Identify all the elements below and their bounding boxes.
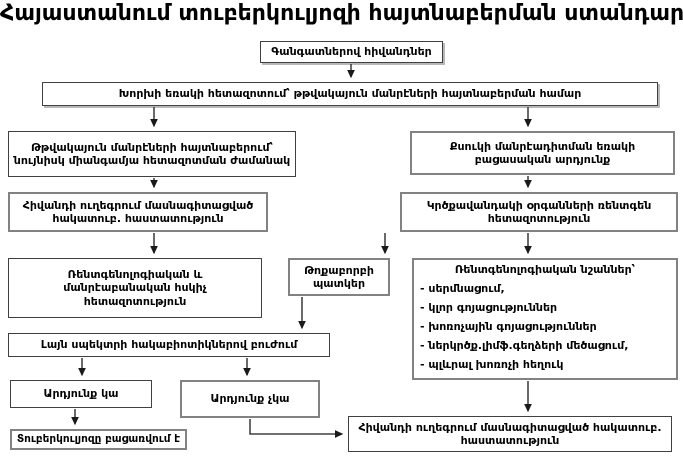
xray-sign-item: - կլոր գոյացություններ [420, 301, 558, 314]
xray-sign-item: - ներկրծք.լիմֆ.գեղձերի մեծացում, [420, 339, 629, 352]
xray-sign-item: - սերմնացում, [420, 282, 505, 295]
page-title: Հայաստանում տուբերկուլյոզի հայտնաբերման … [0, 1, 683, 26]
flow-box-result-no: Արդյունք չկա [180, 380, 320, 418]
flow-box-xray-signs: Ռենտգենոլոգիական նշաններ՝ - սերմնացում, … [412, 258, 678, 380]
flow-box-referral: Հիվանդի ուղեգրում մասնագիտացված հակատուբ… [8, 192, 268, 232]
flow-box-result-yes: Արդյունք կա [10, 380, 152, 408]
flow-box-smear-negative: Քսուկի մանրէադիտման եռակի բացասական արդյ… [410, 131, 675, 175]
flow-box-chest-xray: Կրծքավանդակի օրգանների ռենտգեն հետազոտու… [400, 192, 678, 232]
flow-box-pneumonia: Թոքաբորբի պատկեր [288, 258, 390, 296]
flow-box-patients: Գանգատներով հիվանդներ [260, 41, 443, 63]
flow-box-antibiotics: Լայն սպեկտրի հակաբիոտիկներով բուժում [8, 333, 330, 357]
flow-box-control-exam: Ռենտգենոլոգիական և մանրէաբանական հսկիչ հ… [8, 258, 262, 318]
arrow-result-no-to-referral-bottom [249, 419, 344, 438]
flow-box-referral-bottom: Հիվանդի ուղեգրում մասնագիտացված հակատուբ… [348, 416, 672, 452]
flow-box-tb-excluded: Տուբերկուլյոզը բացառվում է [10, 429, 187, 450]
xray-sign-item: - պլևրալ խոռոչի հեղուկ [420, 358, 564, 371]
xray-signs-title: Ռենտգենոլոգիական նշաններ՝ [454, 263, 636, 276]
flow-box-afb-detected: Թթվակայուն մանրէների հայտնաբերում՝ նույն… [8, 131, 296, 177]
xray-sign-item: - խոռոչային գոյացություններ [420, 320, 597, 333]
flow-box-sputum-exam: Խորխի եռակի հետազոտում՝ թթվակայուն մանրէ… [42, 82, 658, 106]
